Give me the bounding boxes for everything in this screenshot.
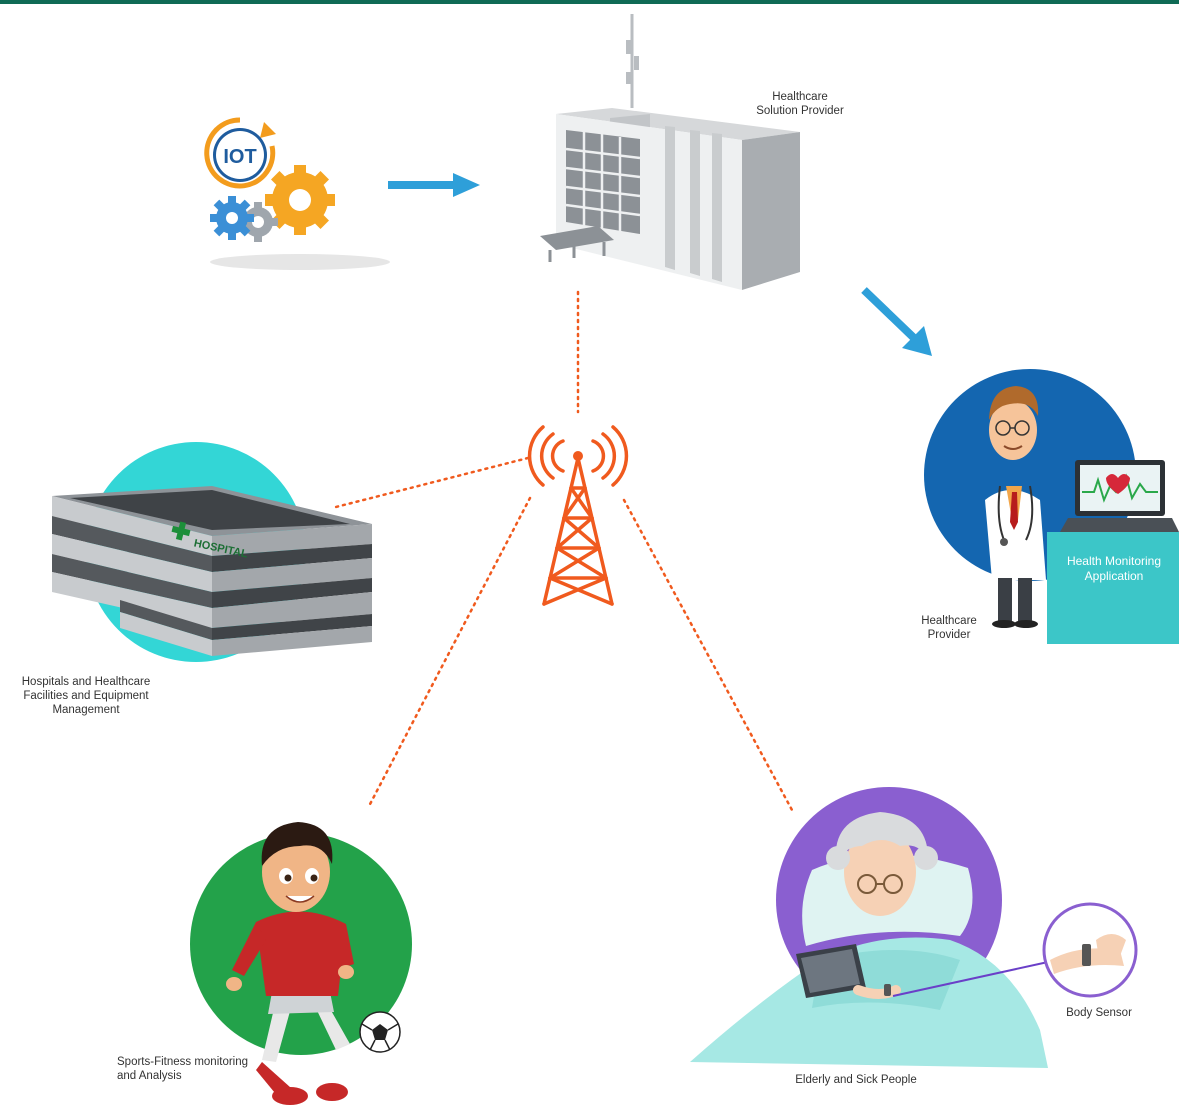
- office-building-icon: [540, 14, 800, 290]
- hospitals-label-line3: Management: [52, 704, 120, 716]
- hospital-building-icon: HOSPITAL: [52, 442, 372, 662]
- football-player-icon: [190, 822, 412, 1105]
- wrist-sensor-icon: [892, 902, 1138, 998]
- health-app-label: Health Monitoring Application: [1050, 554, 1178, 584]
- iot-gears-icon: IOT: [204, 117, 390, 270]
- connection-lines: [330, 290, 794, 812]
- sports-label-line2: and Analysis: [117, 1070, 182, 1082]
- sports-label: Sports-Fitness monitoring and Analysis: [117, 1055, 248, 1083]
- link-tower-hospital: [330, 456, 530, 510]
- top-bar: [0, 0, 1179, 4]
- link-tower-sports: [366, 496, 532, 810]
- doctor-label: Healthcare Provider: [906, 614, 992, 642]
- signal-tower-icon: [527, 425, 629, 606]
- health-app-label-line2: Application: [1084, 569, 1144, 583]
- elderly-patient-icon: [690, 787, 1048, 1068]
- sports-label-line1: Sports-Fitness monitoring: [117, 1056, 249, 1068]
- hospitals-label: Hospitals and Healthcare Facilities and …: [6, 675, 166, 717]
- body-sensor-label: Body Sensor: [1066, 1007, 1132, 1019]
- hospitals-label-line1: Hospitals and Healthcare: [21, 676, 151, 688]
- laptop-heartbeat-icon: [1060, 460, 1179, 532]
- doctor-label-line2: Provider: [927, 629, 971, 641]
- health-app-label-line1: Health Monitoring: [1066, 554, 1162, 568]
- health-app-panel: [1047, 532, 1179, 644]
- elderly-label: Elderly and Sick People: [795, 1074, 917, 1086]
- link-tower-elderly: [622, 498, 794, 812]
- doctor-label-line1: Healthcare: [921, 615, 977, 627]
- arrow-iot-to-provider: [388, 173, 480, 197]
- iot-badge-text: IOT: [223, 146, 256, 168]
- hospitals-label-line2: Facilities and Equipment: [23, 690, 149, 702]
- provider-label-line2: Solution Provider: [756, 105, 844, 117]
- provider-label: Healthcare Solution Provider: [738, 90, 862, 118]
- provider-label-line1: Healthcare: [772, 91, 828, 103]
- arrow-provider-to-doctor: [861, 287, 932, 356]
